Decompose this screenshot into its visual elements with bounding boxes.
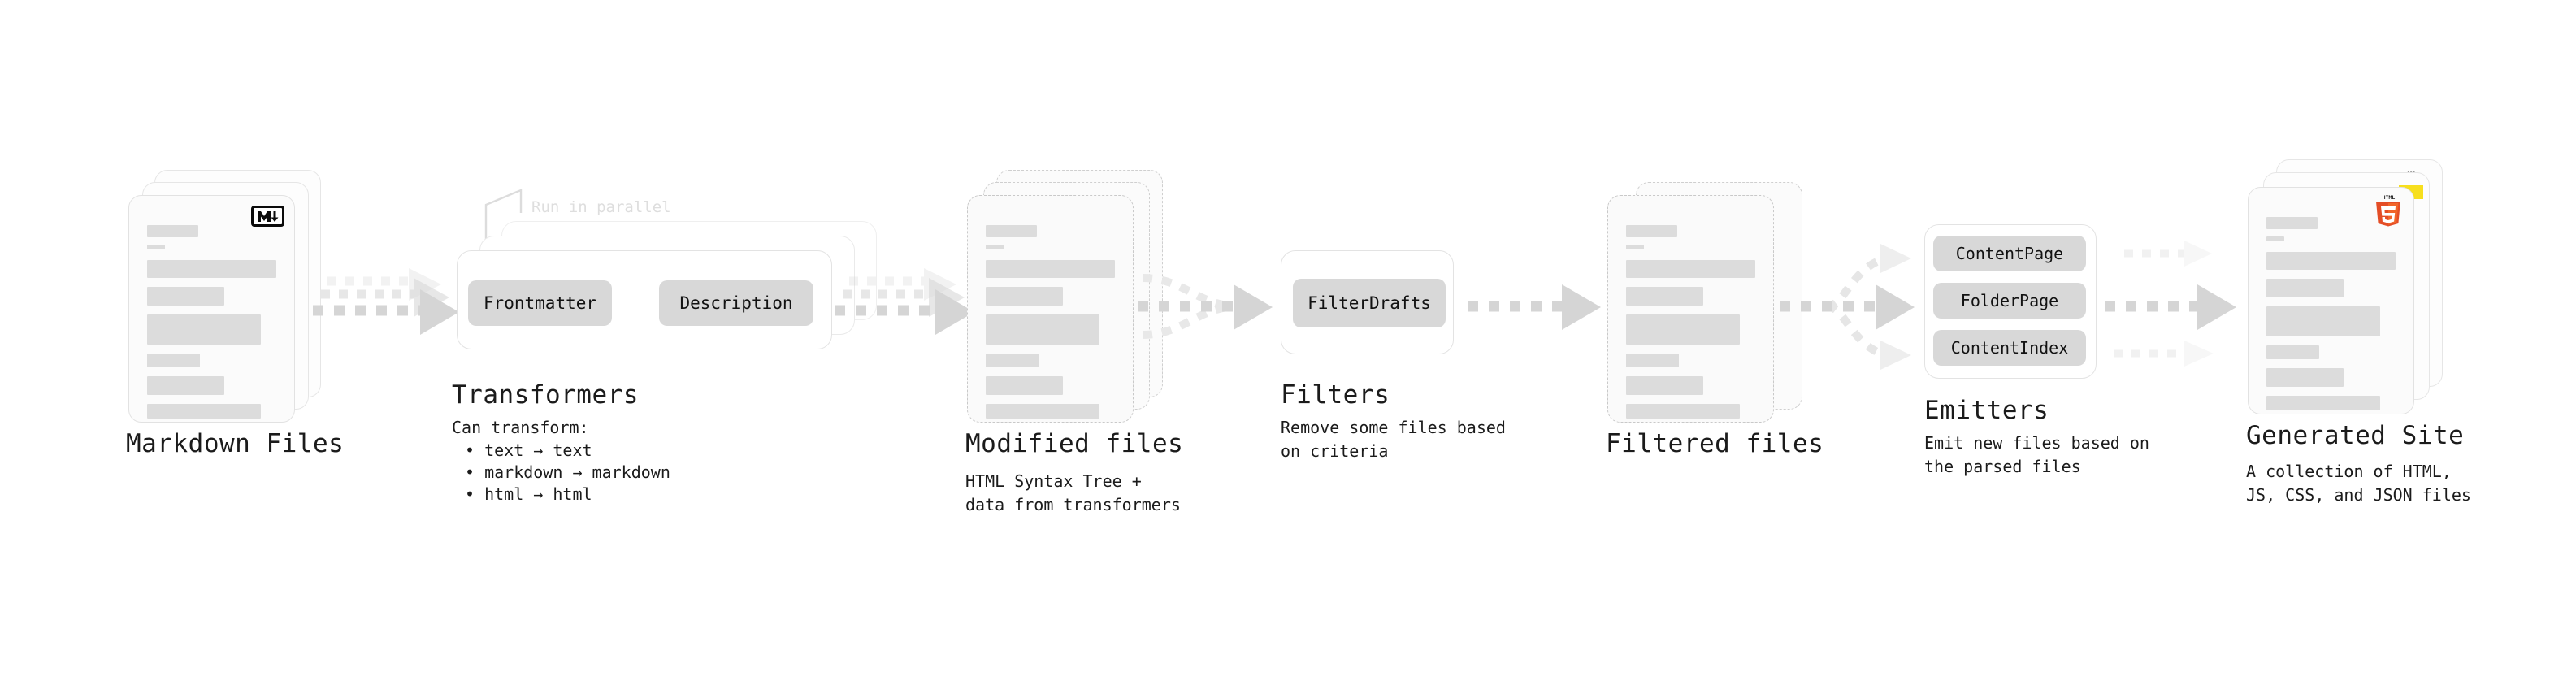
html5-icon: HTML <box>2374 193 2404 227</box>
stage-desc-generated-site: A collection of HTML, JS, CSS, and JSON … <box>2246 462 2471 505</box>
emitter-pill-contentpage[interactable]: ContentPage <box>1933 236 2086 271</box>
transformer-pill-frontmatter[interactable]: Frontmatter <box>468 280 612 326</box>
modified-file-card <box>967 195 1134 423</box>
transform-list-item-2: • html → html <box>465 484 592 504</box>
generated-site-card: HTML <box>2248 187 2414 414</box>
markdown-file-card <box>128 195 295 423</box>
stage-title-filters: Filters <box>1281 380 1390 410</box>
stage-title-filtered-files: Filtered files <box>1606 429 1824 458</box>
filtered-file-card <box>1607 195 1774 423</box>
run-in-parallel-label: Run in parallel <box>531 198 671 216</box>
doc-placeholder-lines <box>2266 217 2396 418</box>
doc-placeholder-lines <box>986 225 1115 426</box>
emitter-pill-contentindex[interactable]: ContentIndex <box>1933 330 2086 366</box>
transform-list-item-1: • markdown → markdown <box>465 462 670 482</box>
stage-desc-modified-files: HTML Syntax Tree + data from transformer… <box>965 471 1181 514</box>
stage-desc-filters: Remove some files based on criteria <box>1281 418 1506 461</box>
transform-list-heading: Can transform: <box>452 418 589 437</box>
doc-placeholder-lines <box>1626 225 1755 426</box>
transform-list-item-0: • text → text <box>465 440 592 460</box>
transformer-pill-description[interactable]: Description <box>659 280 813 326</box>
svg-text:HTML: HTML <box>2383 194 2396 201</box>
stage-title-emitters: Emitters <box>1924 396 2049 425</box>
stage-title-generated-site: Generated Site <box>2246 421 2465 450</box>
doc-placeholder-lines <box>147 225 276 426</box>
stage-desc-emitters: Emit new files based on the parsed files <box>1924 433 2149 476</box>
filter-pill-filterdrafts[interactable]: FilterDrafts <box>1293 279 1446 327</box>
markdown-icon <box>251 206 284 227</box>
stage-title-markdown-files: Markdown Files <box>126 429 345 458</box>
stage-title-transformers: Transformers <box>452 380 639 410</box>
emitter-pill-folderpage[interactable]: FolderPage <box>1933 283 2086 319</box>
stage-title-modified-files: Modified files <box>965 429 1184 458</box>
